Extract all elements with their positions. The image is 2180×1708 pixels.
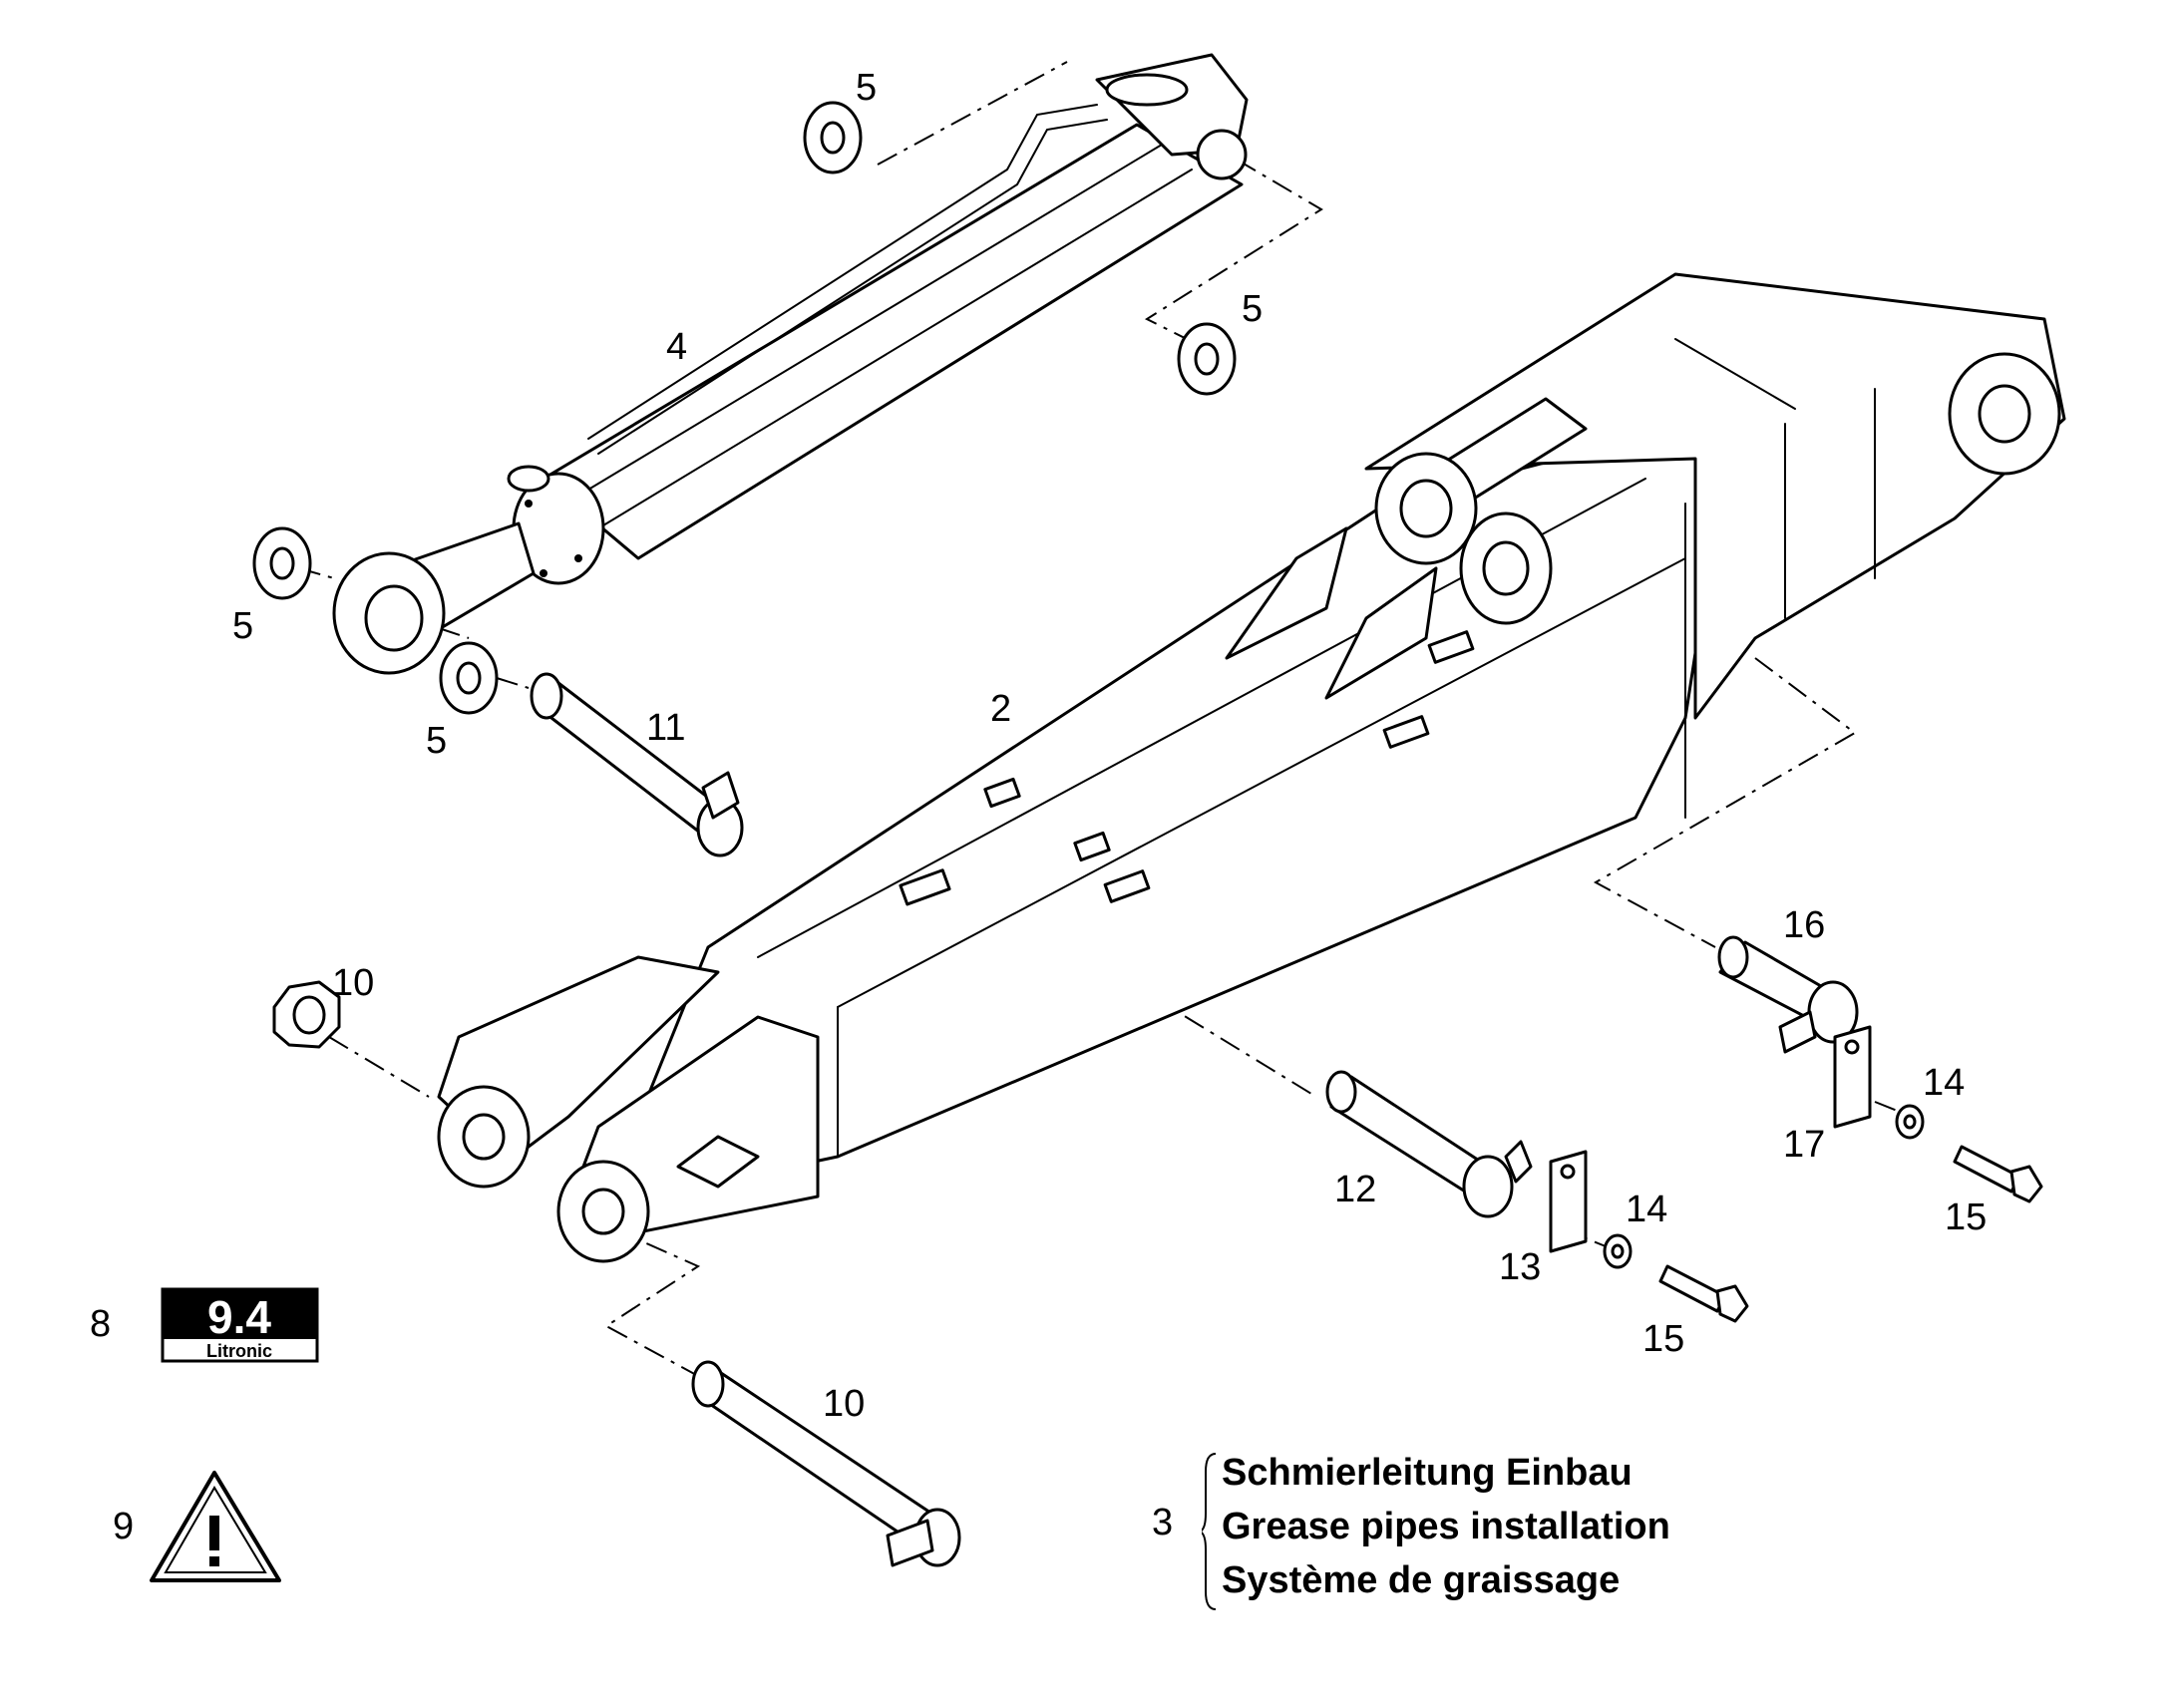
note-number: 3 [1152, 1502, 1174, 1543]
plate-13 [1549, 1150, 1588, 1253]
note-line-de: Schmierleitung Einbau [1222, 1452, 1633, 1494]
label-2: 2 [990, 688, 1011, 730]
label-4: 4 [666, 326, 687, 368]
decal-model-text: 9.4 [207, 1291, 271, 1343]
label-15a: 15 [1642, 1318, 1684, 1360]
callout-labels: 2 4 5 5 5 5 8 9 10 10 11 12 13 14 14 15 … [90, 67, 1987, 1547]
brace-icon [1202, 1453, 1217, 1610]
hydraulic-cylinder-4 [332, 53, 1249, 675]
nut-10 [272, 980, 341, 1049]
label-15b: 15 [1945, 1196, 1987, 1238]
label-5c: 5 [232, 605, 253, 647]
decal-brand-text: Litronic [206, 1341, 272, 1361]
pin-16 [1717, 935, 1859, 1054]
label-12: 12 [1334, 1169, 1376, 1210]
label-10b: 10 [823, 1383, 865, 1425]
label-14b: 14 [1923, 1062, 1965, 1104]
pin-10 [691, 1360, 961, 1567]
label-10a: 10 [332, 962, 374, 1004]
label-5a: 5 [856, 67, 877, 109]
pin-11 [530, 672, 744, 857]
washer-5a [803, 101, 863, 174]
washer-14a [1603, 1233, 1633, 1269]
label-9: 9 [113, 1506, 134, 1547]
washer-5c [252, 526, 312, 600]
label-13: 13 [1499, 1246, 1541, 1288]
model-decal-icon: 9.4 Litronic [161, 1287, 319, 1363]
grease-pipes-note: 3 Schmierleitung Einbau Grease pipes ins… [1152, 1446, 1760, 1615]
warning-triangle-icon [150, 1471, 281, 1582]
bolt-15a [1658, 1264, 1749, 1323]
note-lines: Schmierleitung Einbau Grease pipes insta… [1222, 1446, 1670, 1607]
pin-12 [1325, 1070, 1533, 1218]
washer-5b [1177, 322, 1237, 396]
label-11: 11 [646, 707, 685, 749]
plate-17 [1833, 1025, 1872, 1129]
note-line-fr: Système de graissage [1222, 1559, 1621, 1601]
boom-arm-2 [437, 272, 2066, 1263]
washer-14b [1895, 1104, 1925, 1140]
label-16: 16 [1783, 904, 1825, 946]
washer-5d [439, 641, 499, 715]
label-8: 8 [90, 1303, 111, 1345]
label-5b: 5 [1242, 288, 1263, 330]
note-line-en: Grease pipes installation [1222, 1506, 1670, 1547]
label-5d: 5 [426, 720, 447, 762]
bolt-15b [1953, 1145, 2043, 1203]
label-17: 17 [1783, 1124, 1825, 1166]
label-14a: 14 [1626, 1189, 1667, 1230]
